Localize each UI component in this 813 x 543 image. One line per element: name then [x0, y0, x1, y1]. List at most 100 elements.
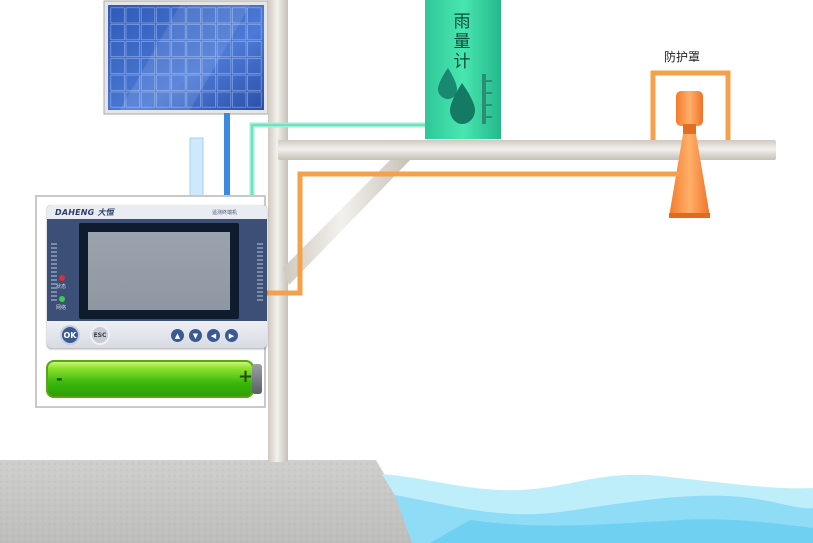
solar-cell	[140, 74, 156, 91]
solar-cell	[216, 41, 232, 58]
solar-cell	[247, 41, 262, 58]
solar-cell	[156, 57, 171, 74]
solar-cell	[232, 41, 247, 58]
solar-cell	[232, 57, 247, 74]
solar-cell	[140, 91, 156, 108]
solar-cell	[171, 91, 186, 108]
solar-cell	[247, 24, 262, 41]
network-led-label: 网络	[56, 305, 67, 311]
solar-cable-blue	[224, 113, 230, 208]
solar-cell	[140, 7, 156, 24]
solar-cell	[186, 74, 201, 91]
solar-cell	[156, 41, 171, 58]
solar-cell	[125, 24, 140, 41]
solar-cell	[216, 91, 232, 108]
rain-gauge-label-char: 量	[453, 32, 471, 52]
solar-cell	[125, 41, 140, 58]
solar-cell	[247, 7, 262, 24]
solar-cell	[232, 7, 247, 24]
solar-cell	[171, 74, 186, 91]
solar-cell	[216, 24, 232, 41]
network-led-icon	[59, 296, 65, 302]
solar-cell	[171, 57, 186, 74]
solar-cell	[140, 57, 156, 74]
pole-brace	[283, 155, 413, 285]
solar-cell	[125, 57, 140, 74]
solar-cell	[171, 7, 186, 24]
solar-cell	[110, 24, 125, 41]
protective-cover-label: 防护罩	[664, 50, 701, 64]
solar-cell	[125, 74, 140, 91]
protective-cover-frame	[650, 70, 731, 140]
right-arrow-button[interactable]: ▶	[225, 329, 238, 342]
solar-cell	[201, 57, 216, 74]
battery-minus-sign: -	[56, 369, 63, 388]
solar-cell	[140, 24, 156, 41]
lcd-screen	[88, 232, 230, 310]
water	[382, 474, 813, 543]
main-pole	[268, 0, 288, 462]
down-arrow-button[interactable]: ▼	[189, 329, 202, 342]
solar-cell	[232, 91, 247, 108]
radar-level-sensor	[669, 91, 710, 218]
battery-terminal	[252, 364, 262, 394]
solar-cell	[247, 57, 262, 74]
up-arrow-button[interactable]: ▲	[171, 329, 184, 342]
rain-gauge-label-char: 雨	[453, 12, 471, 32]
solar-cell	[247, 91, 262, 108]
telemetry-terminal: DAHENG 大恒 遥测终端机 状态 网络 OK ESC ▲ ▼ ◀ ▶	[47, 205, 267, 348]
rain-gauge-label: 雨 量 计	[450, 12, 474, 72]
solar-cell	[140, 41, 156, 58]
solar-cell	[110, 91, 125, 108]
ground	[0, 460, 424, 543]
solar-cell	[201, 7, 216, 24]
esc-button[interactable]: ESC	[90, 325, 110, 345]
solar-cell	[171, 41, 186, 58]
solar-cell	[110, 41, 125, 58]
keypad: OK ESC ▲ ▼ ◀ ▶	[47, 321, 267, 348]
solar-cell	[156, 7, 171, 24]
status-led-icon	[59, 275, 65, 281]
solar-cell	[110, 7, 125, 24]
solar-cell	[186, 24, 201, 41]
right-vent	[257, 243, 263, 301]
terminal-header: DAHENG 大恒 遥测终端机	[47, 205, 267, 219]
solar-cell	[156, 91, 171, 108]
rain-gauge	[425, 0, 501, 139]
solar-cell	[156, 24, 171, 41]
model-label: 遥测终端机	[211, 210, 237, 216]
solar-cell	[186, 91, 201, 108]
solar-cell	[156, 74, 171, 91]
battery: - +	[46, 360, 262, 398]
solar-cell	[232, 24, 247, 41]
solar-cell	[232, 74, 247, 91]
solar-cell	[110, 74, 125, 91]
solar-cell	[201, 74, 216, 91]
solar-cell	[216, 74, 232, 91]
ok-button[interactable]: OK	[60, 325, 80, 345]
battery-plus-sign: +	[238, 366, 254, 387]
solar-panel	[103, 0, 269, 115]
solar-cell	[201, 41, 216, 58]
solar-cell	[186, 57, 201, 74]
status-led-label: 状态	[56, 284, 67, 290]
rain-gauge-label-char: 计	[453, 52, 471, 72]
battery-body	[46, 360, 254, 398]
left-vent	[51, 243, 57, 301]
solar-cell	[216, 7, 232, 24]
solar-cell	[186, 41, 201, 58]
solar-cell	[125, 7, 140, 24]
sensor-cable	[267, 171, 680, 296]
solar-cell	[125, 91, 140, 108]
solar-cell	[186, 7, 201, 24]
solar-cell	[216, 57, 232, 74]
solar-cell	[201, 24, 216, 41]
solar-cell	[201, 91, 216, 108]
brand-logo: DAHENG 大恒	[55, 208, 114, 217]
solar-cell	[171, 24, 186, 41]
horizontal-arm	[278, 140, 776, 160]
left-arrow-button[interactable]: ◀	[207, 329, 220, 342]
solar-cell	[247, 74, 262, 91]
solar-cell	[110, 57, 125, 74]
